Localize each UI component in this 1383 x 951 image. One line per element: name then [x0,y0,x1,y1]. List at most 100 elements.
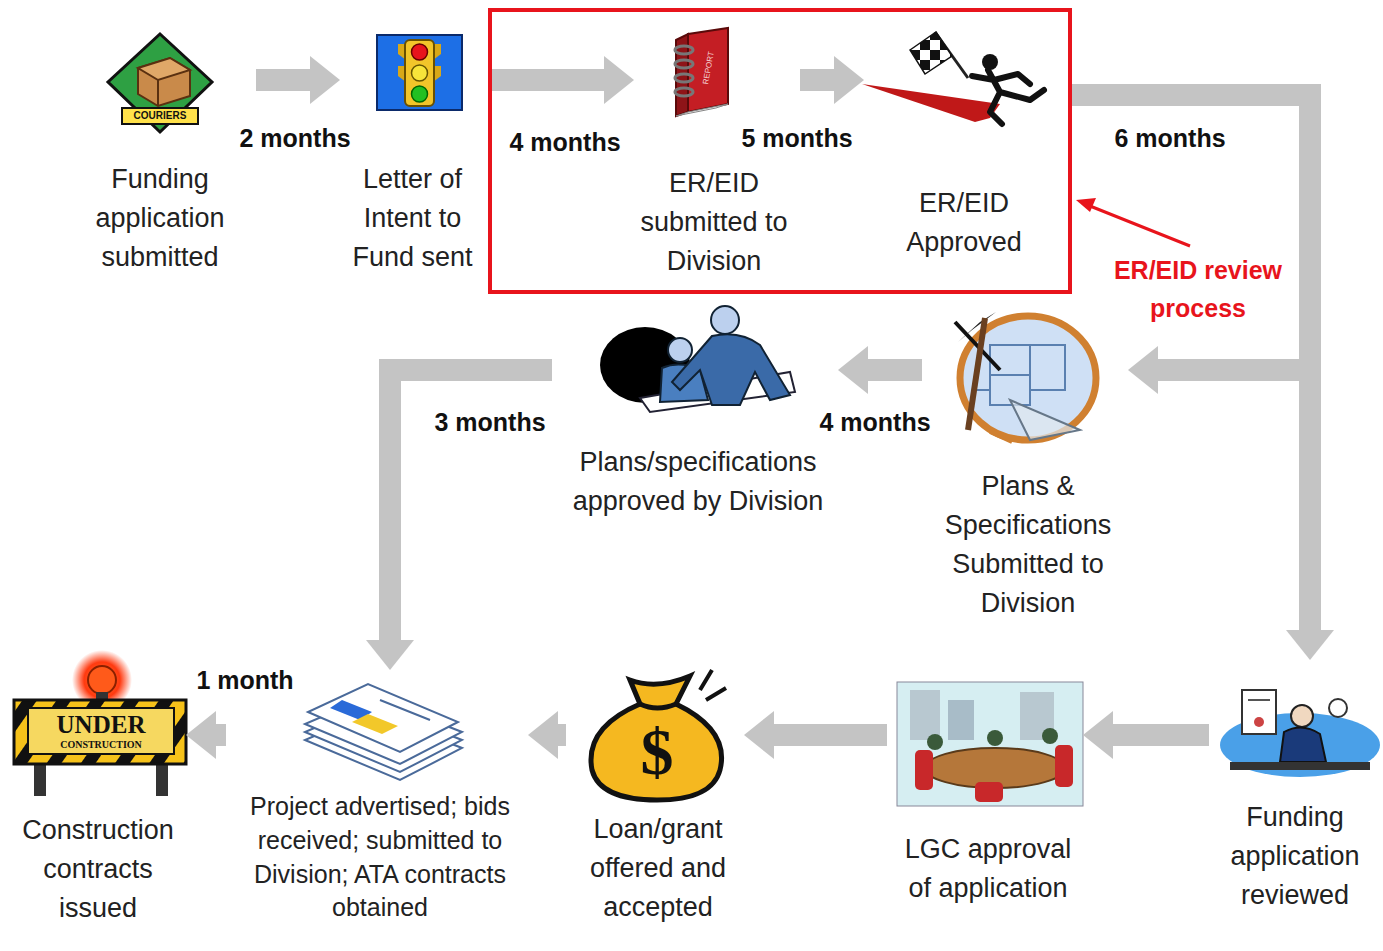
graphic-part [377,35,462,110]
graphic-part [862,84,1000,122]
flow-arrow [744,711,887,759]
graphic-part [380,700,430,720]
callout-pointer [1076,198,1190,246]
duration-label: 4 months [816,408,933,437]
process-step: Funding application submitted [70,30,250,281]
graphic-part [28,708,174,754]
graphic-part [975,345,1065,405]
graphic-part [927,728,1058,750]
flow-arrow [838,346,922,394]
graphic-part [412,65,428,81]
process-step: Letter of Intent to Fund sent [340,30,485,281]
graphic-part [88,666,116,694]
arrow-shaft [1070,95,1310,632]
graphic-part [676,104,728,116]
flow-arrow [1070,95,1310,394]
duration-label: 2 months [236,124,353,153]
process-step: Plans & Specifications Submitted to Divi… [928,315,1128,628]
graphic-part [138,58,190,80]
report-book-icon [675,28,728,116]
graphic-part [1010,400,1080,440]
arrow-head [186,711,216,759]
arrow-head [834,56,864,104]
step-label: Plans & Specifications Submitted to Divi… [928,467,1128,624]
sign-text: CONSTRUCTION [60,740,142,750]
graphic-part [968,318,985,430]
graphic-part [412,44,428,60]
graphic-part [897,682,1083,806]
duration-label: 1 month [193,666,296,695]
graphic-part [958,312,996,342]
graphic-part [910,32,952,74]
graphic-part [1291,705,1313,727]
flow-arrow [1070,95,1334,660]
graphic-part [1254,717,1264,727]
graphic-part [1042,728,1058,744]
arrow-head [1128,346,1158,394]
flow-arrow [366,370,552,670]
process-step: Project advertised; bids received; submi… [232,670,528,929]
graphic-part [915,745,1073,802]
graphic-part [14,700,186,764]
step-label: Loan/grant offered and accepted [572,810,744,927]
graphic-part [1076,198,1096,212]
graphic-part [1280,727,1326,762]
graphic-part [927,734,943,750]
courier-tag-text: COURIERS [134,111,187,121]
step-label: Funding application submitted [70,160,250,277]
graphic-part [910,690,940,740]
graphic-part [960,316,1096,440]
graphic-part [412,86,428,102]
process-step: ER/EID submitted to Division [634,34,794,285]
graphic-part [711,306,739,334]
flow-arrow [800,56,864,104]
graphic-part [108,34,212,132]
flow-arrow [186,711,226,759]
graphic-part [668,338,692,362]
arrow-head [838,346,868,394]
meeting-icon [897,682,1083,806]
graphic-part [948,700,974,740]
arrow-head [1286,630,1334,660]
graphic-part [675,46,693,54]
sign-text: UNDER [57,712,146,737]
step-label: Plans/specifications approved by Divisio… [558,443,838,521]
step-label: Project advertised; bids received; submi… [232,790,528,925]
graphic-part [987,730,1003,746]
documents-icon [305,684,462,780]
graphic-part [305,684,462,780]
graphic-part [1248,699,1270,701]
duration-label: 4 months [506,128,623,157]
step-label: ER/EID submitted to Division [634,164,794,281]
blueprint-icon [955,312,1096,442]
arrow-head [744,711,774,759]
flow-arrow [256,56,340,104]
graphic-part [352,714,398,734]
process-step: LGC approval of application [893,660,1083,912]
arrow-shaft [1111,724,1209,746]
graphic-part [1030,345,1065,390]
graphic-part [982,54,998,70]
process-step: Plans/specifications approved by Divisio… [558,300,838,525]
graphic-part [640,704,676,708]
desk-review-icon [1220,690,1380,777]
graphic-part [308,684,458,752]
graphic-part [157,80,159,106]
graphic-part [1090,206,1190,246]
flow-arrow [1083,711,1209,759]
step-label: LGC approval of application [893,830,1083,908]
graphic-part [990,432,1012,442]
arrow-shaft [866,359,922,381]
graphic-part [122,108,198,124]
step-label: Letter of Intent to Fund sent [340,160,485,277]
graphic-part [915,750,933,790]
graphic-part [1329,699,1347,717]
graphic-part [138,58,190,106]
arrow-shaft [772,724,887,746]
graphic-part [975,782,1003,802]
process-step: Funding application reviewed [1215,660,1375,919]
graphic-part [990,345,1030,375]
graphic-part [700,670,726,700]
graphic-part [675,46,693,96]
money-bag-icon [591,670,726,800]
